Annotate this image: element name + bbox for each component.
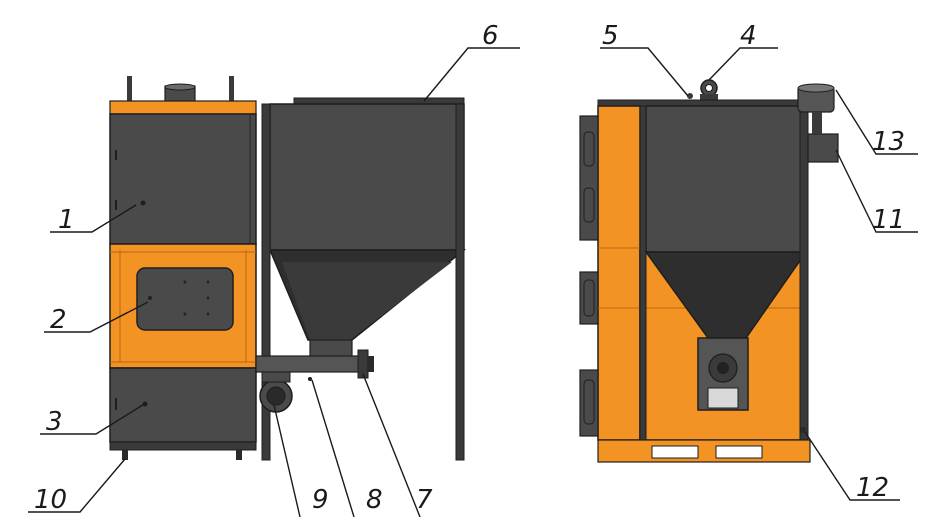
upper-door-panel [109, 113, 257, 245]
forklift-slot-left [651, 445, 699, 459]
side-view [579, 79, 839, 463]
side-top-plate [597, 99, 811, 107]
leader-6 [423, 47, 520, 102]
hopper-leg-left [261, 103, 271, 461]
forklift-slot-right [715, 445, 763, 459]
flue-rim [164, 83, 196, 91]
callout-7: 7 [416, 485, 433, 515]
callout-labels: 1 2 3 10 6 9 8 7 5 4 13 11 12 [34, 21, 905, 515]
leader-5 [600, 47, 689, 97]
front-view [109, 76, 257, 460]
hopper-lid [293, 97, 465, 105]
hopper-leg-right [455, 103, 465, 461]
pellet-hopper-front [255, 97, 467, 461]
callout-3: 3 [46, 407, 63, 437]
auger-motor-flange [357, 349, 369, 379]
top-orange-strip [109, 100, 257, 115]
callout-4: 4 [740, 21, 757, 51]
leader-8 [311, 379, 355, 517]
foot-right [236, 450, 242, 460]
leader-4 [708, 47, 778, 81]
leader-1 [50, 204, 137, 233]
callout-leaders [28, 47, 918, 517]
callout-5: 5 [602, 21, 619, 51]
callout-9: 9 [312, 485, 329, 515]
hopper-side-body [645, 105, 807, 253]
callout-2: 2 [50, 305, 67, 335]
lifting-rod-left [127, 76, 132, 102]
cleanout-door-top [579, 115, 599, 241]
leader-9 [273, 404, 301, 517]
leader-12 [804, 431, 900, 501]
side-leg [799, 105, 809, 463]
hopper-body [269, 103, 465, 251]
callout-8: 8 [366, 485, 383, 515]
boiler-side-panel [597, 105, 641, 441]
flue-pipe-box [807, 133, 839, 163]
callout-12: 12 [856, 473, 889, 503]
callout-1: 1 [58, 205, 75, 235]
callout-11: 11 [872, 205, 905, 235]
foot-left [122, 450, 128, 460]
callout-6: 6 [482, 21, 499, 51]
drain-valve [800, 427, 806, 433]
lifting-rod-right [229, 76, 234, 102]
leader-7 [362, 373, 421, 517]
auger-tube [255, 355, 361, 373]
sensor-port [687, 93, 693, 99]
leader-10 [28, 458, 126, 513]
leader-11 [835, 149, 918, 233]
leader-2 [44, 301, 149, 333]
leader-13 [835, 89, 918, 155]
ash-door-panel [109, 367, 257, 443]
callout-13: 13 [872, 127, 905, 157]
side-base [597, 439, 811, 463]
leader-3 [40, 402, 147, 435]
upper-door-handle [140, 200, 146, 206]
callout-10: 10 [34, 485, 67, 515]
